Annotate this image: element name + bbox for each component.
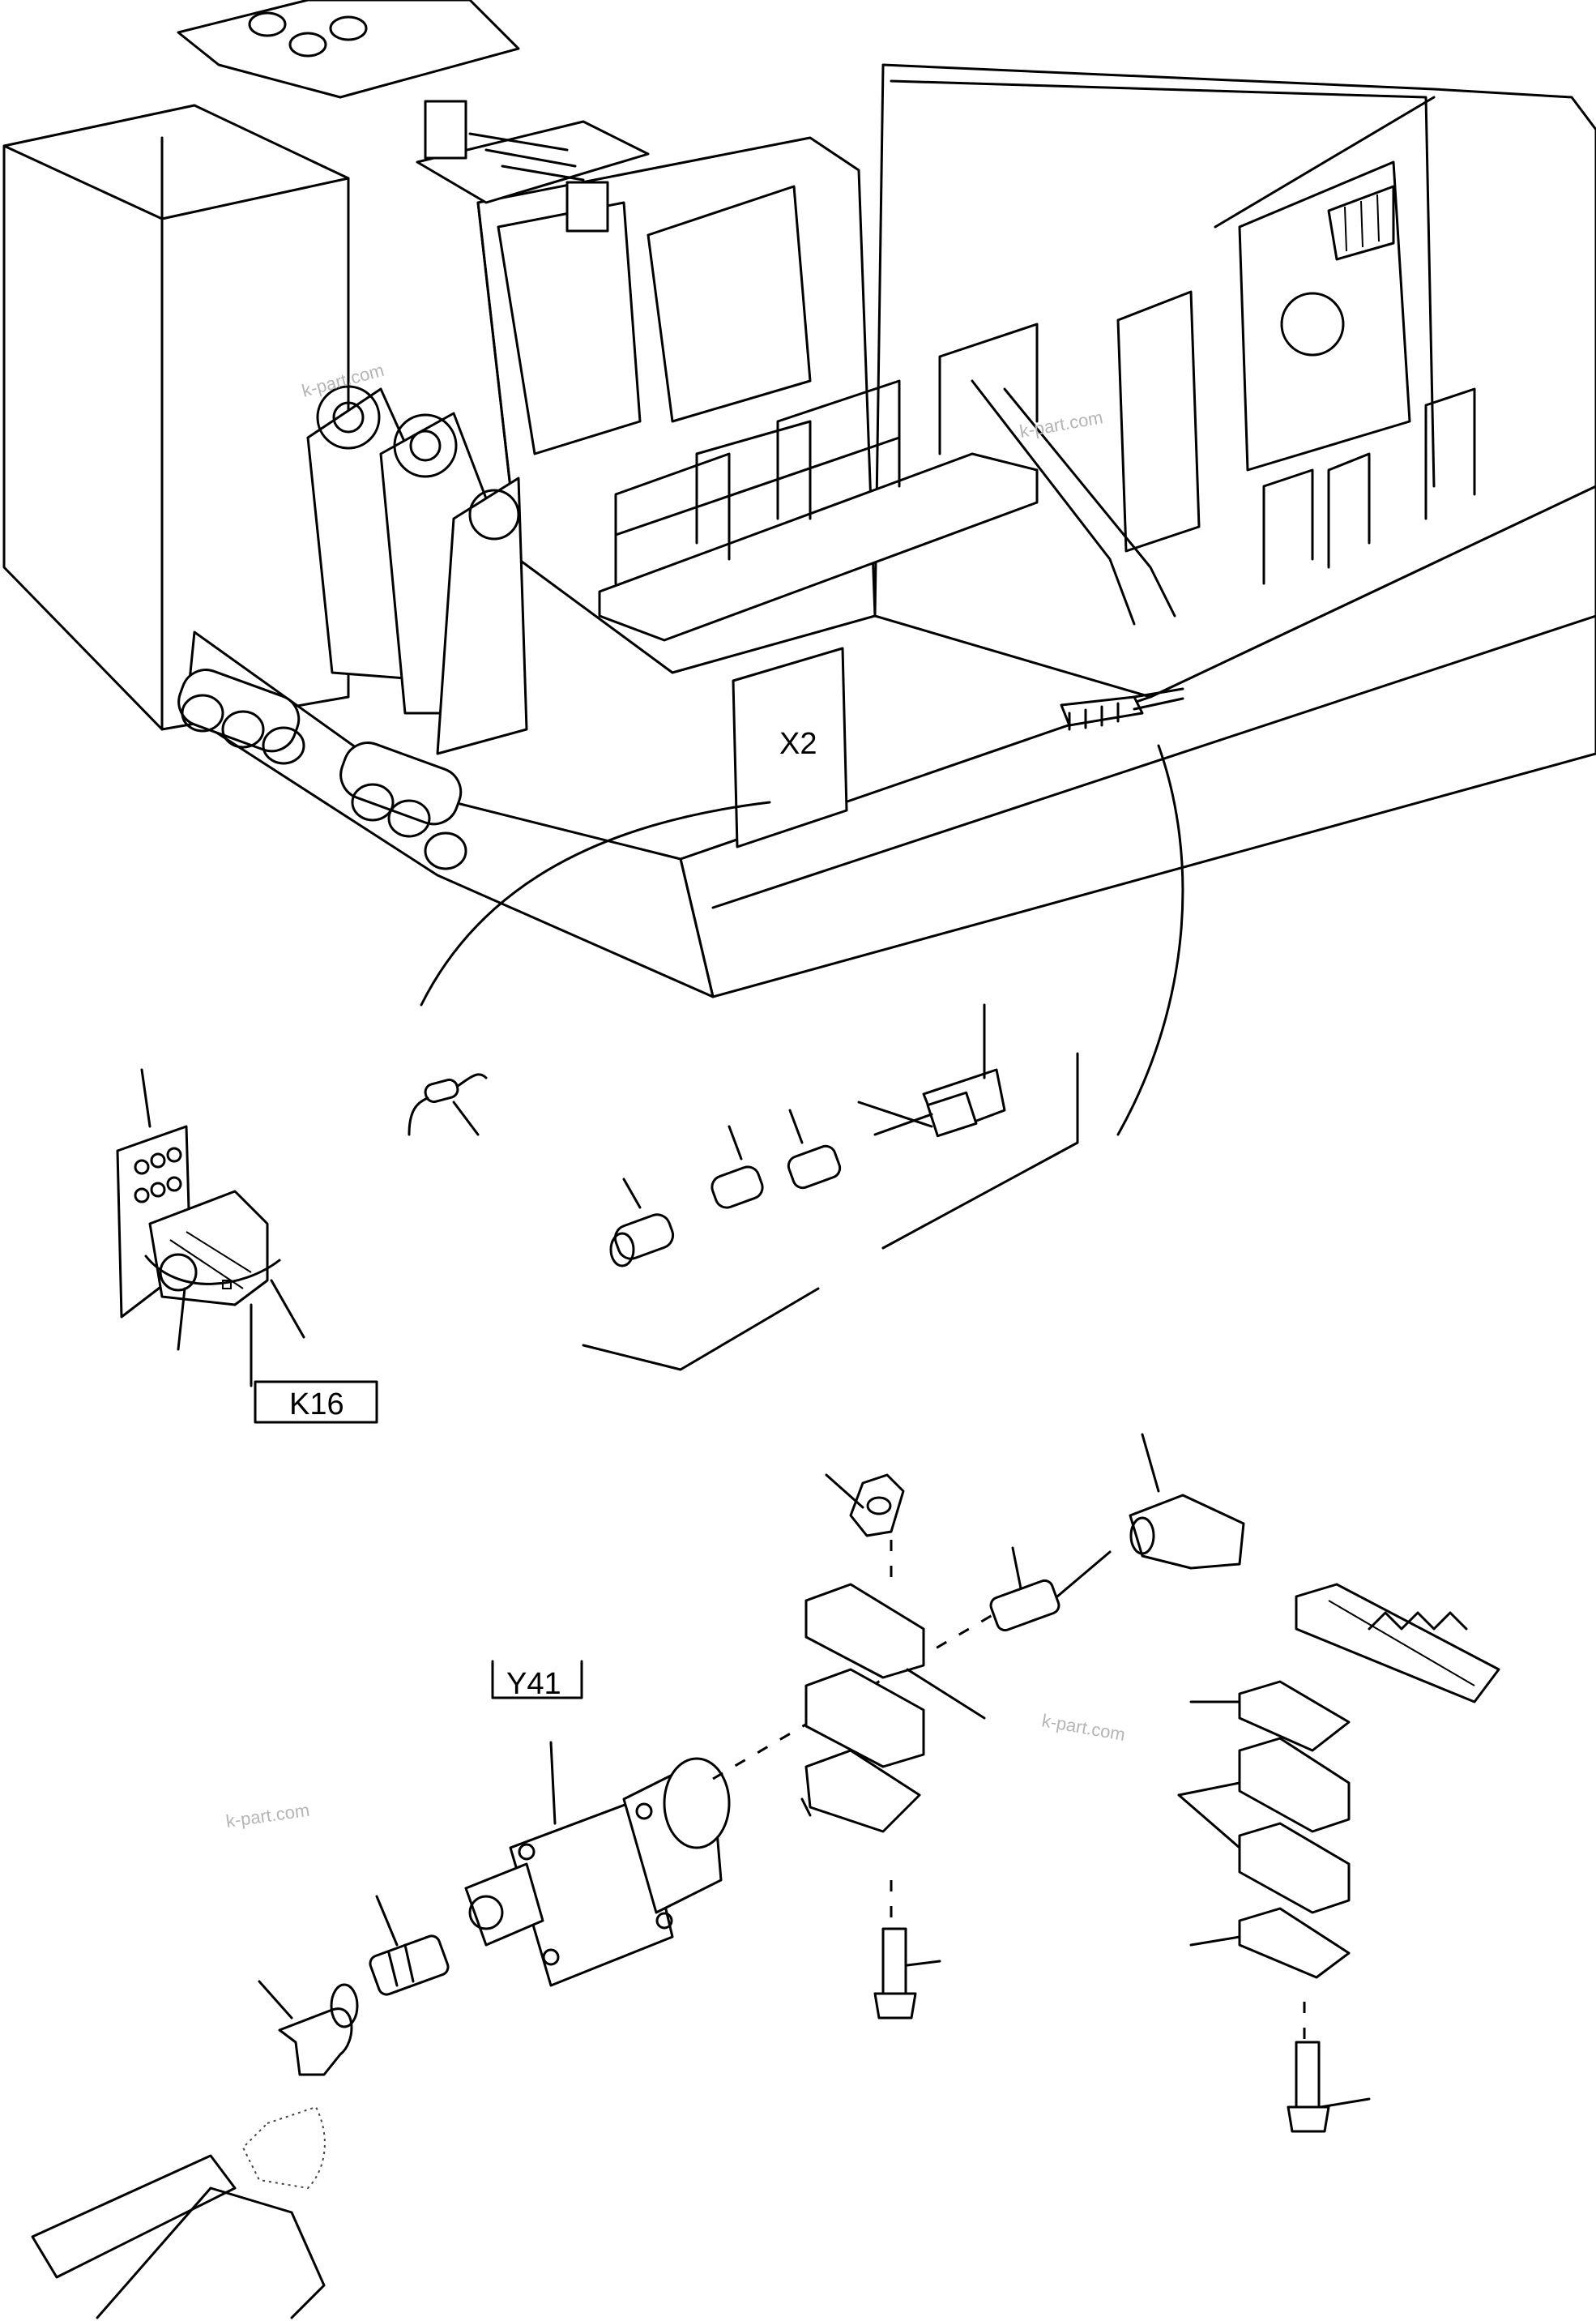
hose-fittings bbox=[989, 1433, 1500, 1703]
leader-x2 bbox=[420, 801, 771, 1007]
label-y41: Y41 bbox=[506, 1667, 561, 1701]
label-x2: X2 bbox=[779, 727, 817, 761]
ferrule bbox=[609, 1144, 842, 1267]
k16-label-box bbox=[254, 1380, 378, 1424]
watermark-4: k-part.com bbox=[224, 1800, 310, 1832]
connector-detail bbox=[408, 1003, 1079, 1371]
clamp-set-2 bbox=[1177, 1680, 1371, 2133]
lower-lugs bbox=[177, 669, 467, 870]
boom-lugs bbox=[306, 385, 528, 755]
connector-block bbox=[1060, 687, 1184, 731]
clamp-set-1 bbox=[800, 1473, 986, 2020]
platform bbox=[598, 323, 1476, 642]
machine-body: X2 bbox=[2, 0, 1596, 998]
leader-connector bbox=[1116, 744, 1184, 1136]
watermark-3: k-part.com bbox=[1040, 1710, 1127, 1745]
label-k16: K16 bbox=[289, 1387, 344, 1421]
relay-k16: K16 bbox=[116, 1068, 378, 1424]
